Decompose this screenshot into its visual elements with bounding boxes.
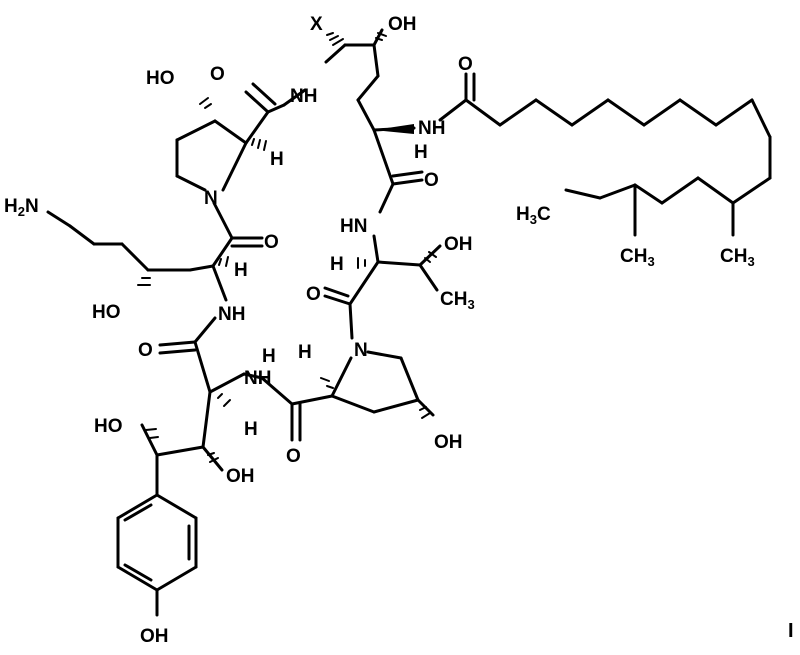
stereo-bonds (137, 32, 437, 463)
oh-phenol-label: OH (140, 626, 169, 647)
h-chain-label: H (414, 142, 428, 163)
oh-pyr2-label: OH (434, 432, 463, 453)
ho-orn-label: HO (92, 302, 121, 323)
h-thr-label: H (330, 254, 344, 275)
o-orn-label: O (264, 232, 279, 253)
o-chain-label: O (458, 54, 473, 75)
nh-orn-label: NH (218, 304, 245, 325)
ch3-thr-label: CH3 (440, 289, 475, 312)
n-pyr1-label: N (204, 188, 218, 209)
ho-hty-label: HO (94, 416, 123, 437)
x-label: X (310, 14, 323, 35)
hn-mid-label: HN (340, 216, 367, 237)
o-hty-label: O (138, 340, 153, 361)
oh-thr-label: OH (444, 234, 473, 255)
o-ring-top-label: O (424, 170, 439, 191)
oh-top-label: OH (388, 14, 417, 35)
h-nh-label: H (262, 346, 276, 367)
o-amide-top-label: O (210, 64, 225, 85)
o-thr-label: O (306, 284, 321, 305)
n-pyr2-label: N (354, 340, 368, 361)
ho-pyr-label: HO (146, 68, 175, 89)
h-hty-label: H (244, 419, 258, 440)
h-orn-label: H (234, 260, 248, 281)
h-pyr-label: H (270, 149, 284, 170)
ch3-tail1-label: CH3 (620, 246, 655, 269)
ch3-tail2-label: CH3 (720, 246, 755, 269)
h-pyr2-label: H (298, 342, 312, 363)
nh-top-label: NH (290, 86, 317, 107)
oh-hty2-label: OH (226, 466, 255, 487)
atom-labels: X OH NH O HO H NH H O O H2N N O HN OH H … (4, 14, 794, 647)
h3c-tail-label: H3C (516, 204, 551, 227)
h2n-label: H2N (4, 196, 39, 219)
compound-id-label: I (788, 620, 794, 642)
nh-chain-label: NH (418, 118, 445, 139)
o-low-label: O (286, 446, 301, 467)
bond-skeleton (46, 28, 772, 617)
nh-low-label: NH (244, 368, 271, 389)
